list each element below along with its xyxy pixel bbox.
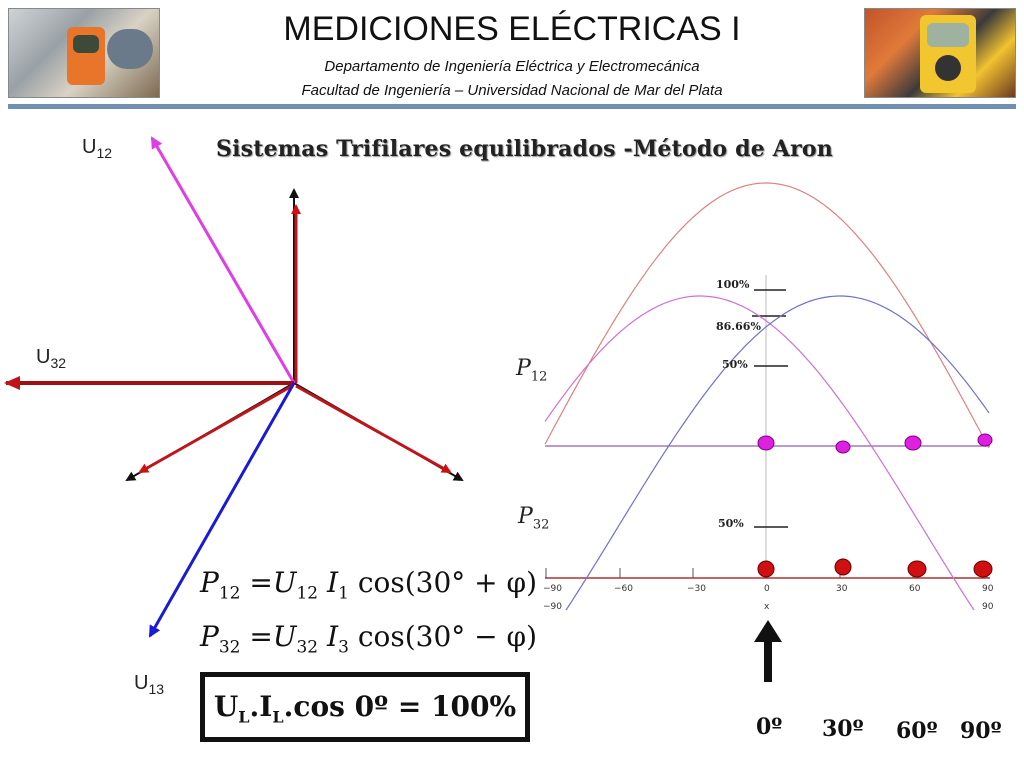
- u13-phasor: [148, 382, 296, 638]
- multimeter-photo-left: [8, 8, 160, 98]
- f2-rest: cos(30° − φ): [357, 620, 538, 653]
- f2-u-sub: 32: [296, 637, 319, 658]
- formula-p12: P12 =U12 I1 cos(30° + φ): [200, 566, 538, 604]
- f2-i-sub: 3: [338, 637, 349, 658]
- label-8666-percent: 86.66%: [716, 320, 761, 333]
- p12-curve: [544, 295, 975, 610]
- u12-phasor: [150, 136, 296, 384]
- f2-i: I: [327, 620, 339, 653]
- p12-sub: 12: [530, 369, 548, 385]
- u32-main: U: [36, 346, 51, 368]
- u12-main: U: [82, 136, 97, 158]
- tick-label-0: 0: [764, 584, 770, 594]
- bottom-label-90: 90: [982, 602, 994, 612]
- tick-label-60: 60: [909, 584, 921, 594]
- f1-rest: cos(30° + φ): [357, 566, 538, 599]
- label-50-percent-upper: 50%: [722, 358, 748, 371]
- f2-lhs: P: [200, 620, 219, 653]
- f1-u-sub: 12: [296, 583, 319, 604]
- f1-u: U: [272, 566, 297, 599]
- p12-label: P12: [516, 356, 547, 384]
- phasor-diagram: [4, 136, 464, 638]
- tick-label-neg90: −90: [543, 584, 562, 594]
- label-100-percent: 100%: [716, 278, 750, 291]
- tick-label-neg30: −30: [687, 584, 706, 594]
- tick-label-90: 90: [982, 584, 994, 594]
- angle-label-90: 90º: [960, 718, 1002, 744]
- p32-main: P: [518, 504, 533, 529]
- header-divider: [8, 104, 1016, 109]
- current-i2-phasor: [295, 384, 452, 474]
- department-subtitle: Departamento de Ingeniería Eléctrica y E…: [324, 58, 700, 75]
- u13-sub: 13: [148, 681, 165, 697]
- bottom-label-x: x: [764, 602, 770, 612]
- result-rest: .cos 0º = 100%: [283, 690, 517, 723]
- up-arrow-icon: [754, 620, 782, 682]
- formula-p32: P32 =U32 I3 cos(30° − φ): [200, 620, 538, 658]
- current-i3-phasor: [138, 384, 293, 474]
- f1-lhs-sub: 12: [218, 583, 241, 604]
- p12-point-0: [757, 435, 775, 451]
- u32-sub: 32: [50, 355, 67, 371]
- p32-label: P32: [518, 504, 549, 532]
- p12-main: P: [516, 356, 531, 381]
- p32-point-30: [834, 558, 852, 576]
- tick-label-neg60: −60: [614, 584, 633, 594]
- p12-point-90: [977, 433, 993, 447]
- p32-point-60: [907, 560, 927, 578]
- f2-u: U: [272, 620, 297, 653]
- faculty-subtitle: Facultad de Ingeniería – Universidad Nac…: [301, 82, 723, 99]
- angle-label-0: 0º: [756, 714, 783, 740]
- p32-point-90: [973, 560, 993, 578]
- angle-label-60: 60º: [896, 718, 938, 744]
- multimeter-display: [73, 35, 99, 53]
- bottom-label-neg90: −90: [543, 602, 562, 612]
- p12-point-30: [835, 440, 851, 454]
- result-i: .I: [249, 690, 273, 723]
- angle-label-30: 30º: [822, 716, 864, 742]
- result-i-sub: L: [272, 707, 284, 727]
- p32-curve: [565, 295, 990, 610]
- multimeter-display: [927, 23, 969, 47]
- p32-sub: 32: [532, 517, 550, 533]
- result-box: UL.IL.cos 0º = 100%: [200, 672, 530, 742]
- multimeter-photo-right: [864, 8, 1016, 98]
- u13-label: U13: [134, 672, 164, 697]
- result-u-sub: L: [238, 707, 250, 727]
- label-50-percent-lower: 50%: [718, 517, 744, 530]
- page-title: MEDICIONES ELÉCTRICAS I: [283, 10, 741, 48]
- power-curves-graph: [544, 182, 993, 610]
- p32-point-0: [757, 560, 775, 578]
- section-title: Sistemas Trifilares equilibrados -Método…: [216, 136, 833, 162]
- multimeter-dial: [935, 55, 961, 81]
- f1-i: I: [327, 566, 339, 599]
- hand-shape: [107, 29, 153, 69]
- tick-label-30: 30: [836, 584, 848, 594]
- f1-i-sub: 1: [338, 583, 349, 604]
- total-power-curve: [544, 182, 990, 449]
- u13-main: U: [134, 672, 149, 694]
- u12-sub: 12: [96, 145, 113, 161]
- u32-label: U32: [36, 346, 66, 371]
- u12-label: U12: [82, 136, 112, 161]
- f1-lhs: P: [200, 566, 219, 599]
- p12-point-60: [904, 435, 922, 451]
- result-u: U: [213, 690, 239, 723]
- f2-lhs-sub: 32: [218, 637, 241, 658]
